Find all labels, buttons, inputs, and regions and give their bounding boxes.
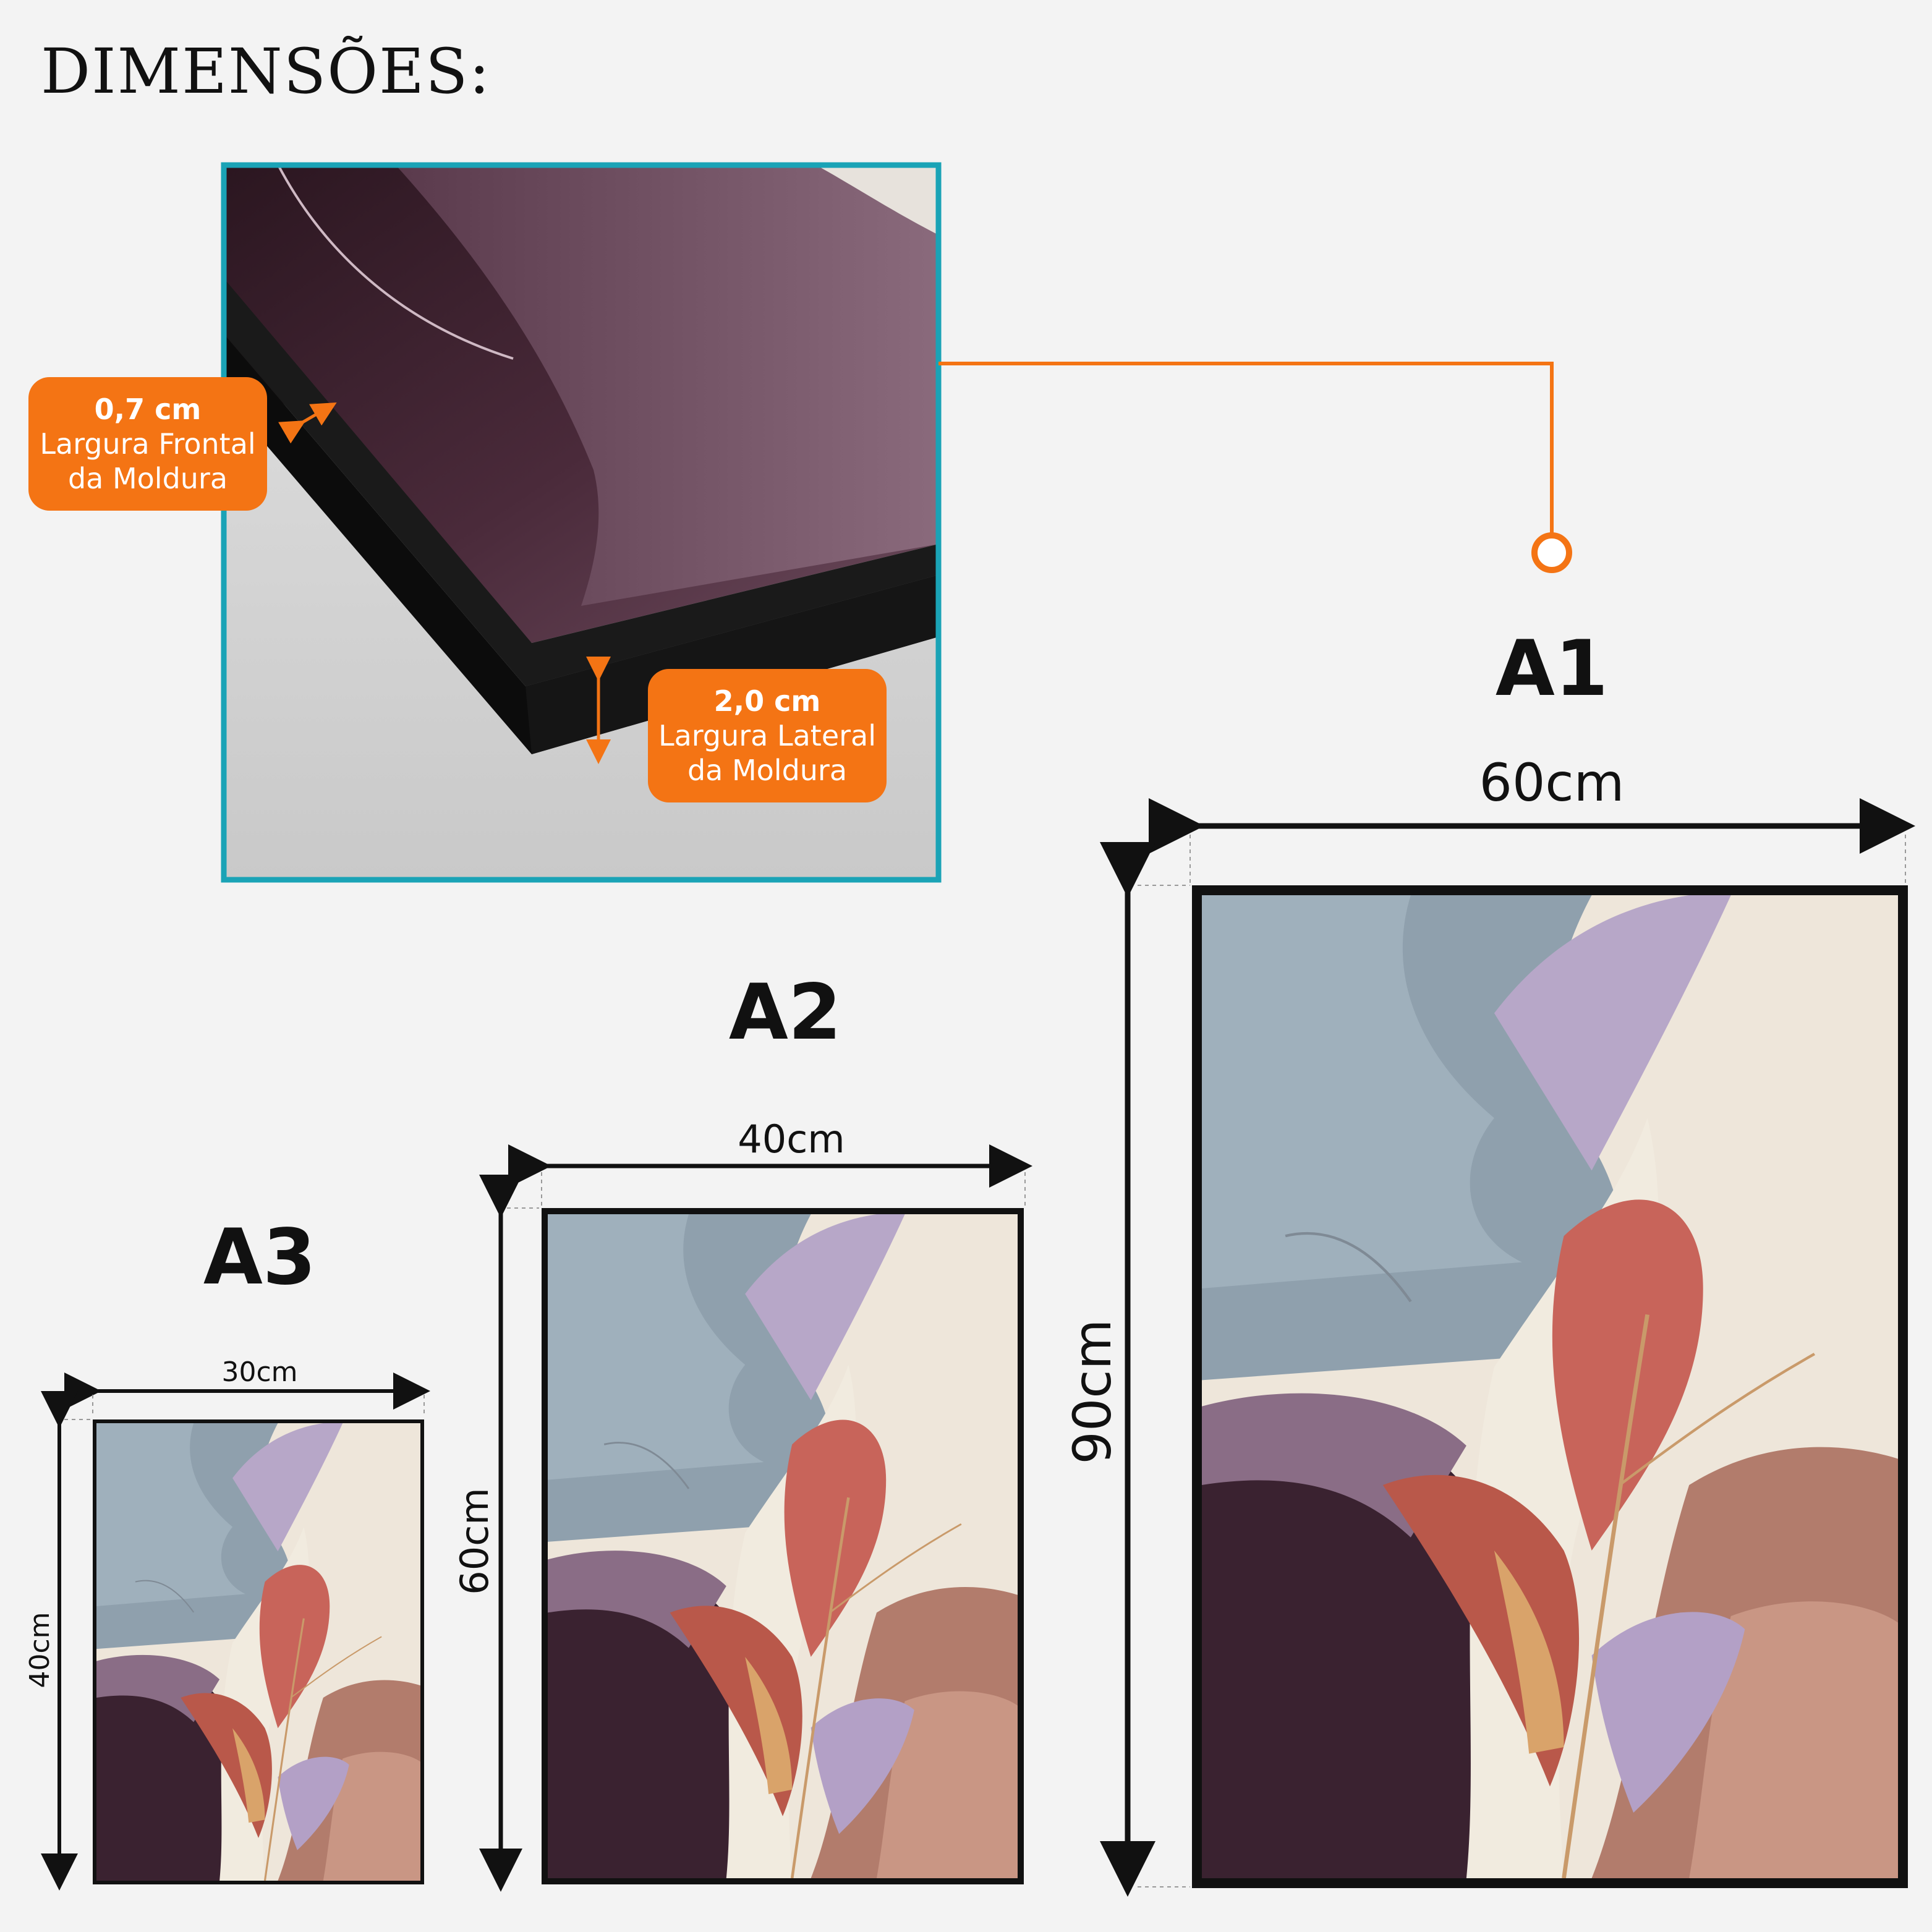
a3-height-label: 40cm [24,1612,56,1688]
a1-frame [1192,885,1908,1888]
frame-detail-closeup [221,162,942,883]
side-width-badge: 2,0 cm Largura Lateral da Moldura [648,669,887,802]
a2-height-label: 60cm [452,1487,497,1595]
a3-frame [93,1419,424,1884]
side-width-value: 2,0 cm [713,684,821,718]
connector-line [938,362,1554,535]
a2-width-label: 40cm [738,1117,845,1162]
connector-dot [1531,532,1572,573]
side-width-line1: Largura Lateral [658,718,877,752]
a3-width-label: 30cm [221,1356,298,1388]
front-width-line1: Largura Frontal [40,427,256,461]
side-width-line2: da Moldura [687,754,848,788]
a1-height-label: 90cm [1062,1319,1123,1465]
a1-label: A1 [1495,624,1609,713]
a2-frame [542,1208,1024,1884]
a2-label: A2 [728,968,842,1057]
a1-width-label: 60cm [1479,752,1625,813]
front-width-value: 0,7 cm [94,392,202,426]
a3-label: A3 [203,1213,317,1302]
page-title: DIMENSÕES: [41,35,492,108]
front-width-line2: da Moldura [67,462,228,496]
front-width-badge: 0,7 cm Largura Frontal da Moldura [28,377,267,511]
front-width-arrow [278,402,337,444]
